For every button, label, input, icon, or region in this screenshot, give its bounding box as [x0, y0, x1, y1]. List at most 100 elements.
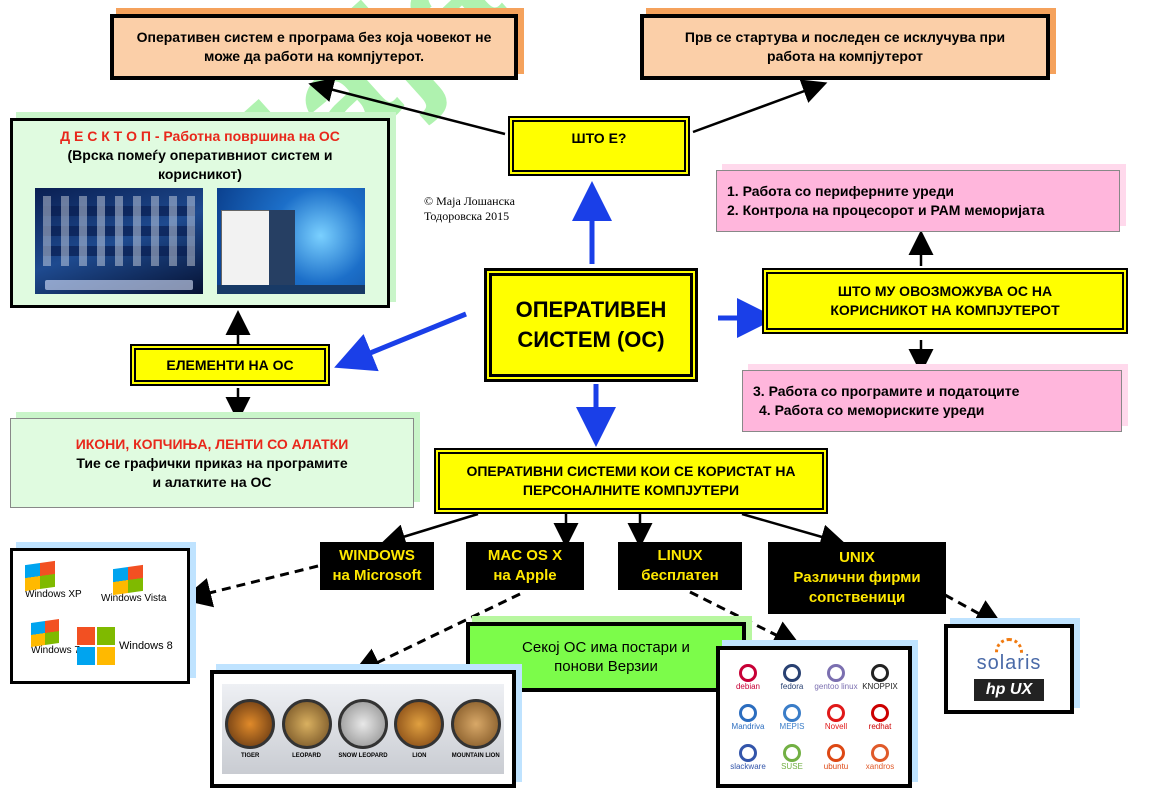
mac-leopard: LEOPARD	[281, 699, 332, 759]
icons-title: ИКОНИ, КОПЧИЊА, ЛЕНТИ СО АЛАТКИ	[75, 435, 349, 452]
enables-label: ШТО МУ ОВОЗМОЖУВА ОС НА КОРИСНИКОТ НА КО…	[830, 283, 1060, 318]
logo-label: solaris	[976, 651, 1042, 674]
distro-icon	[827, 743, 845, 762]
linux-distro-logo: debian	[726, 657, 770, 697]
mac-desktop-screenshot	[35, 188, 203, 294]
definition-box: Оперативен систем е програма без која чо…	[110, 14, 518, 80]
distro-icon	[783, 743, 801, 762]
central-label: ОПЕРАТИВЕН СИСТЕМ (ОС)	[515, 297, 667, 352]
mac-lion: LION	[394, 699, 445, 759]
linux-distro-logo: KNOPPIX	[858, 657, 902, 697]
distro-icon	[739, 703, 757, 722]
linux-distro-logo: MEPIS	[770, 697, 814, 737]
linux-distro-logo: slackware	[726, 737, 770, 777]
mac-version-label: LION	[412, 753, 427, 759]
distro-icon	[783, 663, 801, 682]
desktop-box: Д Е С К Т О П - Работна површина на ОС (…	[10, 118, 390, 308]
function-item: 2. Контрола на процесорот и РАМ меморија…	[727, 202, 1045, 218]
mac-snow-leopard: SNOW LEOPARD	[337, 699, 388, 759]
windows-logos-panel: Windows XP Windows Vista Windows 7 Windo…	[10, 548, 190, 684]
versions-note-text: Секој ОС има постари и понови Верзии	[522, 639, 690, 675]
os-name: UNIX	[839, 549, 875, 566]
os-name: LINUX	[657, 547, 703, 564]
icons-buttons-box: ИКОНИ, КОПЧИЊА, ЛЕНТИ СО АЛАТКИ Тие се г…	[10, 418, 414, 508]
linux-distro-logo: ubuntu	[814, 737, 858, 777]
startup-text: Прв се стартува и последен се исклучува …	[684, 29, 1006, 64]
os-type-windows: WINDOWS на Microsoft	[320, 542, 434, 590]
distro-label: redhat	[868, 721, 892, 731]
function-item: 4. Работа со мемориските уреди	[759, 402, 985, 418]
distro-label: gentoo linux	[814, 681, 858, 691]
solaris-logo: solaris	[976, 637, 1042, 674]
distro-icon	[783, 703, 801, 722]
distro-label: ubuntu	[823, 761, 849, 771]
windows-xp-logo: Windows XP	[25, 560, 82, 600]
desktop-title: Д Е С К Т О П - Работна површина на ОС	[60, 128, 340, 144]
os-name: WINDOWS	[339, 547, 415, 564]
linux-distro-logo: SUSE	[770, 737, 814, 777]
mac-version-label: LEOPARD	[292, 753, 322, 759]
distro-label: fedora	[780, 681, 804, 691]
pc-os-label: ОПЕРАТИВНИ СИСТЕМИ КОИ СЕ КОРИСТАТ НА ПЕ…	[466, 463, 796, 498]
distro-label: Novell	[824, 721, 848, 731]
os-name: MAC OS X	[487, 547, 563, 564]
os-type-linux: LINUX бесплатен	[618, 542, 742, 590]
function-item: 1. Работа со периферните уреди	[727, 183, 954, 199]
os-type-mac: MAC OS X на Apple	[466, 542, 584, 590]
icons-text: Тие се графички приказ на програмите и а…	[76, 454, 348, 490]
functions-box-bottom: 3. Работа со програмите и податоците 4. …	[742, 370, 1122, 432]
logo-label: Windows 7	[31, 645, 80, 656]
os-vendor: Различни фирми сопственици	[793, 569, 921, 606]
mac-tiger: TIGER	[225, 699, 276, 759]
distro-label: Mandriva	[731, 721, 765, 731]
linux-distros-panel: debian fedora gentoo linux KNOPPIX Mandriva M…	[716, 646, 912, 788]
distro-icon	[871, 743, 889, 762]
distro-icon	[871, 703, 889, 722]
windows-vista-logo: Windows Vista	[101, 564, 166, 604]
elements-box: ЕЛЕМЕНТИ НА ОС	[130, 344, 330, 386]
distro-icon	[739, 743, 757, 762]
distro-label: slackware	[730, 761, 766, 771]
windows7-desktop-screenshot	[217, 188, 365, 294]
os-vendor: на Microsoft	[332, 567, 422, 584]
distro-icon	[871, 663, 889, 682]
linux-distro-logo: fedora	[770, 657, 814, 697]
unix-logos-panel: solaris hp UX	[944, 624, 1074, 714]
mac-version-label: TIGER	[241, 753, 260, 759]
distro-icon	[739, 663, 757, 682]
enables-box: ШТО МУ ОВОЗМОЖУВА ОС НА КОРИСНИКОТ НА КО…	[762, 268, 1128, 334]
copyright-text: © Маја Лошанска Тодоровска 2015	[424, 194, 515, 223]
linux-distro-logo: Novell	[814, 697, 858, 737]
distro-label: xandros	[865, 761, 895, 771]
what-is-box: ШТО Е?	[508, 116, 690, 176]
definition-text: Оперативен систем е програма без која чо…	[136, 29, 492, 64]
distro-label: MEPIS	[779, 721, 805, 731]
mac-version-label: SNOW LEOPARD	[338, 753, 388, 759]
mac-versions-panel: TIGER LEOPARD SNOW LEOPARD LION MOUNTAIN…	[210, 670, 516, 788]
elements-label: ЕЛЕМЕНТИ НА ОС	[166, 356, 294, 373]
os-type-unix: UNIX Различни фирми сопственици	[768, 542, 946, 614]
pc-os-box: ОПЕРАТИВНИ СИСТЕМИ КОИ СЕ КОРИСТАТ НА ПЕ…	[434, 448, 828, 514]
desktop-subtitle: (Врска помеѓу оперативниот систем и кори…	[67, 147, 333, 182]
distro-icon	[827, 663, 845, 682]
logo-label: Windows 8	[119, 640, 173, 652]
logo-label: hp UX	[985, 680, 1033, 698]
startup-box: Прв се стартува и последен се исклучува …	[640, 14, 1050, 80]
distro-label: debian	[735, 681, 761, 691]
logo-label: Windows XP	[25, 589, 82, 600]
linux-distro-logo: Mandriva	[726, 697, 770, 737]
mac-mountain-lion: MOUNTAIN LION	[450, 699, 501, 759]
linux-distro-logo: redhat	[858, 697, 902, 737]
what-is-label: ШТО Е?	[571, 129, 627, 146]
hpux-logo: hp UX	[973, 678, 1045, 701]
linux-distro-logo: xandros	[858, 737, 902, 777]
mac-version-label: MOUNTAIN LION	[451, 753, 500, 759]
windows-8-logo: Windows 8	[77, 627, 173, 665]
function-item: 3. Работа со програмите и податоците	[753, 383, 1020, 399]
os-vendor: бесплатен	[641, 567, 719, 584]
functions-box-top: 1. Работа со периферните уреди 2. Контро…	[716, 170, 1120, 232]
distro-icon	[827, 703, 845, 722]
distro-label: KNOPPIX	[862, 681, 898, 691]
linux-distro-logo: gentoo linux	[814, 657, 858, 697]
